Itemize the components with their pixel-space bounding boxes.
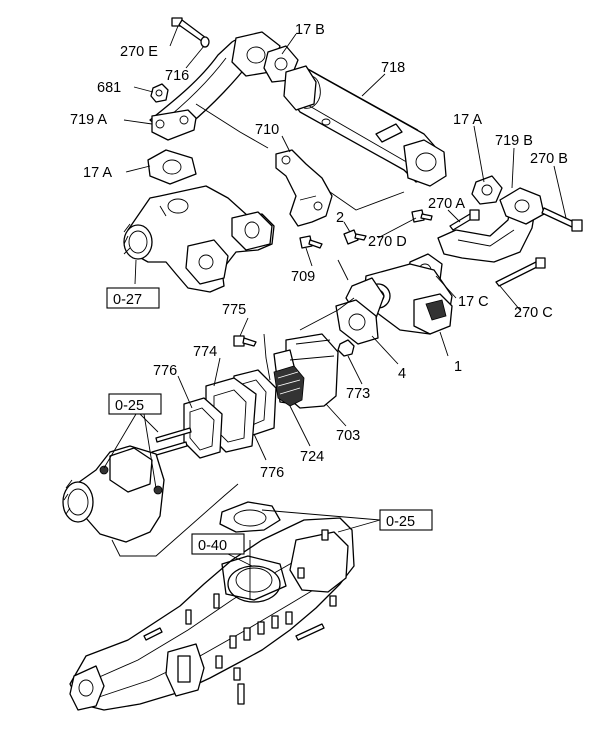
ref-box-0-25-right[interactable]: 0-25	[379, 509, 433, 531]
callout-270e: 270 E	[120, 44, 158, 60]
washer-716	[200, 36, 210, 48]
intake-manifold	[69, 517, 355, 711]
bolt-270e	[171, 17, 207, 43]
ref-box-0-40[interactable]: 0-40	[191, 533, 245, 555]
exhaust-elbow	[123, 185, 275, 293]
bolt-709	[299, 235, 323, 249]
ref-label-0-25-right: 0-25	[386, 514, 415, 530]
callout-681: 681	[97, 80, 121, 96]
shutter-724	[273, 365, 305, 407]
callout-709: 709	[291, 269, 315, 285]
callout-724: 724	[300, 449, 324, 465]
ref-label-0-40: 0-40	[198, 538, 227, 554]
dashed-alignment-lines	[111, 103, 405, 600]
callout-4: 4	[398, 366, 406, 382]
ref-box-0-27[interactable]: 0-27	[106, 287, 160, 309]
callout-703: 703	[336, 428, 360, 444]
egr-pipe-719b	[437, 187, 545, 263]
callout-17a-left: 17 A	[83, 165, 112, 181]
callout-270b: 270 B	[530, 151, 568, 167]
callout-17b: 17 B	[295, 22, 325, 38]
gasket-17a-left	[147, 149, 197, 185]
ref-label-0-27: 0-27	[113, 292, 142, 308]
manifold-studs	[143, 529, 337, 705]
callout-773: 773	[346, 386, 370, 402]
callout-719a: 719 A	[70, 112, 107, 128]
bracket-719a	[151, 109, 197, 141]
stud-270c	[495, 257, 546, 287]
stud-bolts	[151, 427, 192, 457]
bolt-270a	[449, 209, 480, 231]
callout-776-bottom: 776	[260, 465, 284, 481]
callout-270d: 270 D	[368, 234, 407, 250]
callout-17c: 17 C	[458, 294, 489, 310]
gasket-4	[335, 299, 379, 345]
callout-270a: 270 A	[428, 196, 465, 212]
callout-776-top: 776	[153, 363, 177, 379]
callout-716: 716	[165, 68, 189, 84]
callout-2: 2	[336, 210, 344, 226]
nut-681	[150, 83, 169, 103]
bracket-710	[275, 149, 333, 227]
bolt-2	[343, 229, 367, 245]
bolt-775	[233, 335, 257, 347]
callout-719b: 719 B	[495, 133, 533, 149]
callout-774: 774	[193, 344, 217, 360]
callout-1: 1	[454, 359, 462, 375]
callout-270c: 270 C	[514, 305, 553, 321]
callout-710: 710	[255, 122, 279, 138]
callout-775: 775	[222, 302, 246, 318]
bolt-270b	[541, 207, 583, 232]
egr-cooler-718	[283, 65, 447, 187]
gasket-0-25-ring	[219, 501, 281, 533]
leader-lines	[103, 25, 567, 567]
nut-773	[337, 339, 355, 357]
inlet-pipe	[62, 445, 165, 543]
ref-box-0-25-left[interactable]: 0-25	[108, 393, 162, 415]
ref-label-0-25-left: 0-25	[115, 398, 144, 414]
callout-17a-right: 17 A	[453, 112, 482, 128]
callout-718: 718	[381, 60, 405, 76]
gasket-17a-right	[471, 175, 503, 205]
